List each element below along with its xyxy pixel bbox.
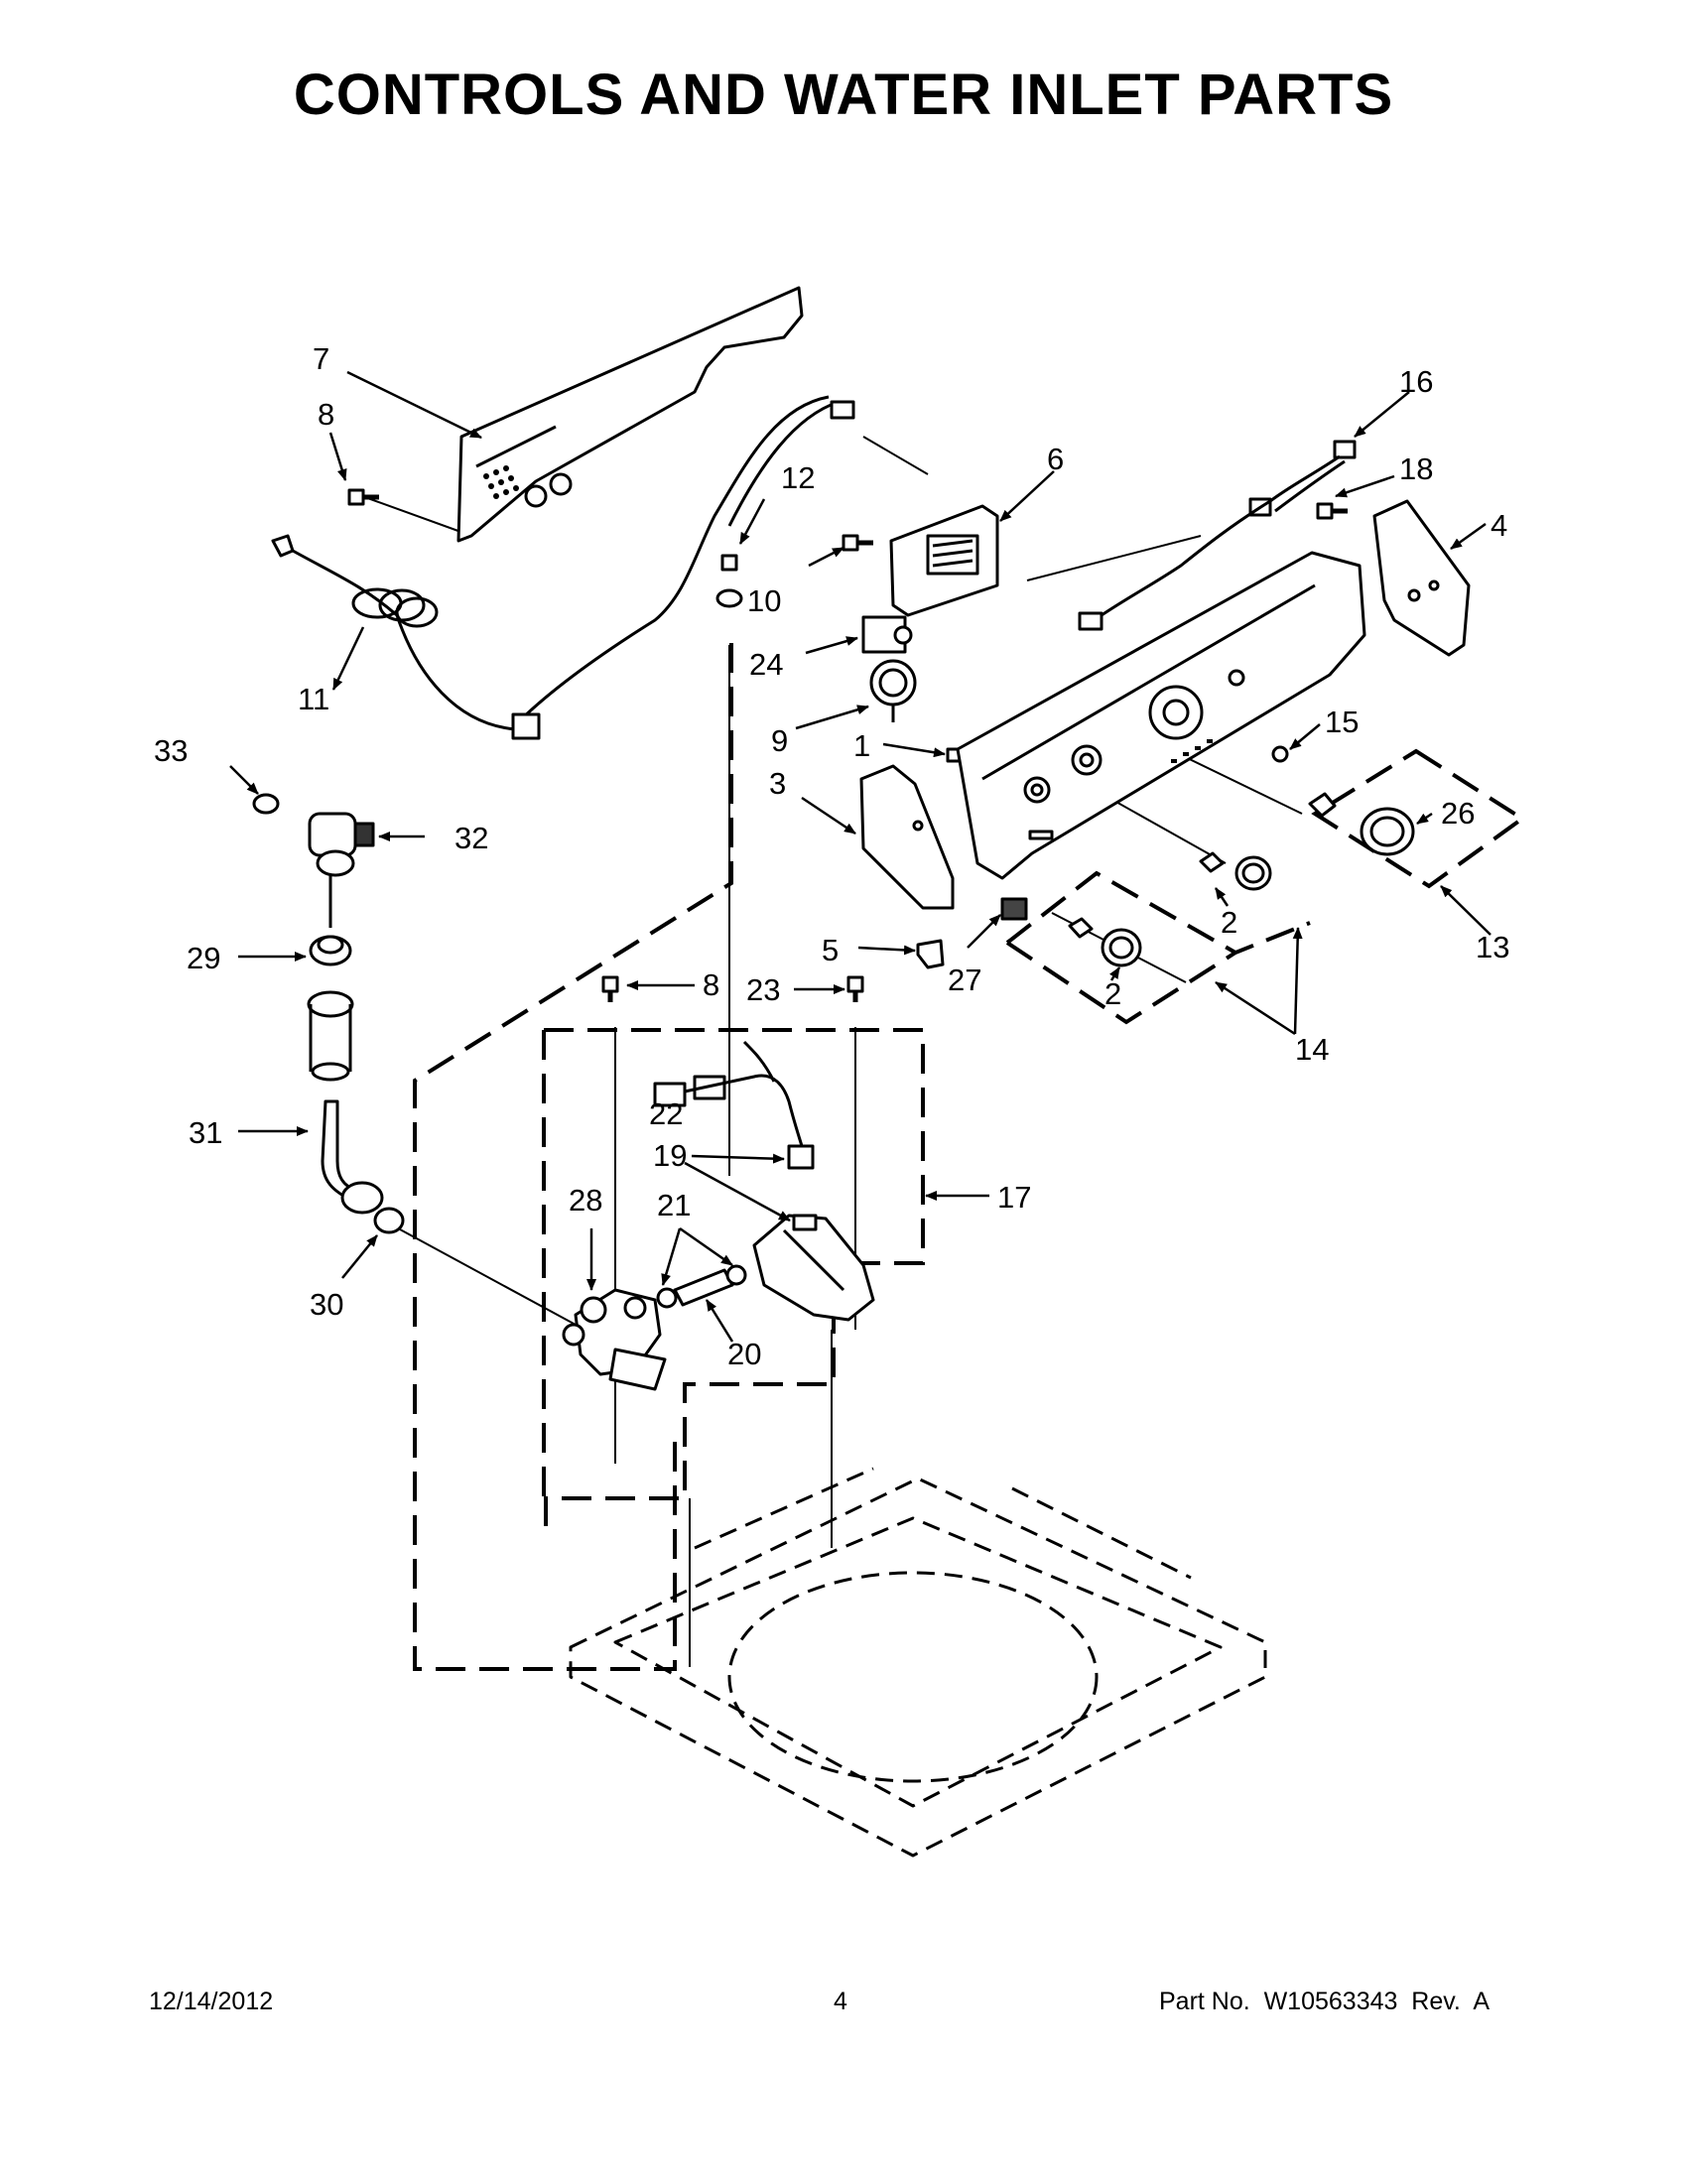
hose-20 bbox=[673, 1268, 734, 1307]
callout-2-lower: 2 bbox=[1104, 976, 1121, 1011]
screw-8-top bbox=[347, 488, 379, 506]
callout-12: 12 bbox=[781, 460, 815, 495]
parts bbox=[252, 286, 1471, 1858]
callout-7: 7 bbox=[313, 341, 329, 376]
callout-27: 27 bbox=[948, 963, 981, 997]
callout-33: 33 bbox=[154, 733, 188, 768]
washer-30 bbox=[373, 1207, 405, 1234]
callout-21: 21 bbox=[657, 1188, 691, 1222]
callout-15: 15 bbox=[1325, 705, 1359, 739]
footer-part-number: Part No. W10563343 Rev. A bbox=[1159, 1988, 1491, 2015]
callout-1: 1 bbox=[853, 728, 870, 763]
footer-page-number: 4 bbox=[834, 1988, 847, 2015]
callout-22: 22 bbox=[649, 1096, 683, 1131]
screw-8-lower bbox=[601, 975, 619, 1002]
leader-lines bbox=[361, 436, 1303, 1667]
screw-23 bbox=[846, 975, 864, 1002]
power-cord-11 bbox=[271, 395, 855, 740]
knob-2-lower bbox=[1068, 917, 1142, 967]
outline-knob-14 bbox=[1005, 870, 1311, 1025]
control-board-6 bbox=[889, 504, 999, 617]
callout-24: 24 bbox=[749, 647, 783, 682]
pressure-switch-9 bbox=[869, 659, 917, 722]
callout-11: 11 bbox=[298, 682, 329, 716]
rear-panel-7 bbox=[456, 286, 804, 543]
callout-29: 29 bbox=[187, 941, 220, 975]
callout-2-upper: 2 bbox=[1221, 905, 1237, 940]
knob-2-upper bbox=[1199, 851, 1272, 891]
screen-29 bbox=[309, 935, 352, 966]
assembly-outlines bbox=[413, 643, 1526, 1671]
callout-32: 32 bbox=[454, 821, 488, 855]
callout-17: 17 bbox=[997, 1180, 1031, 1215]
top-cabinet bbox=[569, 1467, 1267, 1858]
outline-valve-kit-17 bbox=[544, 1028, 925, 1526]
callout-8-lower: 8 bbox=[703, 967, 719, 1002]
knob-26 bbox=[1308, 792, 1415, 856]
clamp-21a bbox=[656, 1287, 678, 1309]
control-console bbox=[956, 551, 1366, 880]
wire-harness-22 bbox=[653, 1040, 815, 1170]
ground-screw-12 bbox=[715, 554, 743, 608]
callout-9: 9 bbox=[771, 723, 788, 758]
outline-controls-large bbox=[413, 643, 733, 1671]
bracket-5 bbox=[916, 939, 945, 969]
lid-switch-24 bbox=[861, 615, 913, 654]
callout-19: 19 bbox=[653, 1138, 687, 1173]
dispenser-19 bbox=[752, 1214, 875, 1322]
callout-3: 3 bbox=[769, 766, 786, 801]
washer-15 bbox=[1271, 745, 1289, 763]
callout-4: 4 bbox=[1491, 508, 1507, 543]
callout-26: 26 bbox=[1441, 796, 1475, 831]
page-title: CONTROLS AND WATER INLET PARTS bbox=[293, 63, 1394, 127]
callout-28: 28 bbox=[569, 1183, 602, 1218]
right-bracket-4 bbox=[1372, 499, 1471, 657]
elbow-32 bbox=[308, 812, 375, 877]
callout-23: 23 bbox=[746, 972, 780, 1007]
callout-8-top: 8 bbox=[318, 397, 334, 432]
part-27 bbox=[1000, 897, 1028, 921]
callout-6: 6 bbox=[1047, 442, 1064, 476]
clamp-21b bbox=[725, 1264, 747, 1286]
outline-knob-13 bbox=[1311, 748, 1526, 889]
wire-harness-16 bbox=[1078, 440, 1357, 631]
callout-arrows bbox=[229, 370, 1492, 1343]
end-cap-3 bbox=[859, 764, 955, 910]
callout-31: 31 bbox=[189, 1115, 222, 1150]
screw-18 bbox=[1316, 502, 1348, 520]
inlet-hose-31 bbox=[307, 990, 384, 1215]
footer-date: 12/14/2012 bbox=[149, 1988, 274, 2015]
water-valve-28 bbox=[562, 1288, 667, 1391]
callout-20: 20 bbox=[727, 1337, 761, 1371]
callout-16: 16 bbox=[1399, 364, 1433, 399]
callout-5: 5 bbox=[822, 933, 839, 967]
callout-10: 10 bbox=[747, 583, 781, 618]
callout-30: 30 bbox=[310, 1287, 343, 1322]
washer-33 bbox=[252, 793, 280, 815]
callout-labels: 7 8 12 6 16 18 4 10 24 9 1 15 3 26 11 33… bbox=[154, 341, 1509, 1371]
callout-18: 18 bbox=[1399, 451, 1433, 486]
callout-13: 13 bbox=[1476, 930, 1509, 964]
screw-10 bbox=[842, 534, 873, 552]
callout-14: 14 bbox=[1295, 1032, 1329, 1067]
